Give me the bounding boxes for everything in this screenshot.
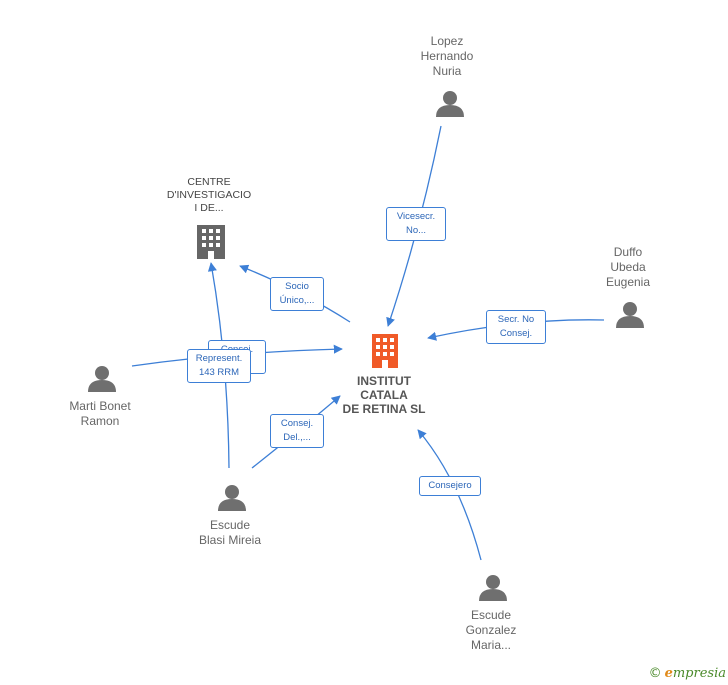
building-icon-main[interactable] xyxy=(372,334,398,368)
edge-label-socio[interactable]: Socio Único,... xyxy=(270,277,324,311)
person-icon-gonzalez[interactable] xyxy=(479,575,507,601)
person-label-marti[interactable]: Marti Bonet Ramon xyxy=(69,399,131,428)
brand-watermark: ©empresia xyxy=(649,666,726,681)
person-icon-blasi[interactable] xyxy=(218,485,246,511)
edge-label-consej-del[interactable]: Consej. Del.,... xyxy=(270,414,324,448)
person-label-gonzalez[interactable]: Escude Gonzalez Maria... xyxy=(465,608,517,652)
brand-name: mpresia xyxy=(672,666,726,681)
edge-label-secr[interactable]: Secr. No Consej. xyxy=(486,310,546,344)
copyright-icon: © xyxy=(648,666,662,681)
edge-label-consejero[interactable]: Consejero xyxy=(419,476,481,496)
centre-company-label[interactable]: CENTRE D'INVESTIGACIO I DE... xyxy=(166,176,252,214)
brand-initial: e xyxy=(664,666,673,681)
edge-label-vicesecr[interactable]: Vicesecr. No... xyxy=(386,207,446,241)
edge-label-represent[interactable]: Represent. 143 RRM xyxy=(187,349,251,383)
person-icon-duffo[interactable] xyxy=(616,302,644,328)
person-icon-marti[interactable] xyxy=(88,366,116,392)
person-icon-lopez[interactable] xyxy=(436,91,464,117)
person-label-duffo[interactable]: Duffo Ubeda Eugenia xyxy=(605,245,651,289)
building-icon-centre[interactable] xyxy=(197,225,225,259)
person-label-blasi[interactable]: Escude Blasi Mireia xyxy=(198,518,261,547)
person-label-lopez[interactable]: Lopez Hernando Nuria xyxy=(420,34,474,78)
main-company-label[interactable]: INSTITUT CATALA DE RETINA SL xyxy=(342,374,426,416)
